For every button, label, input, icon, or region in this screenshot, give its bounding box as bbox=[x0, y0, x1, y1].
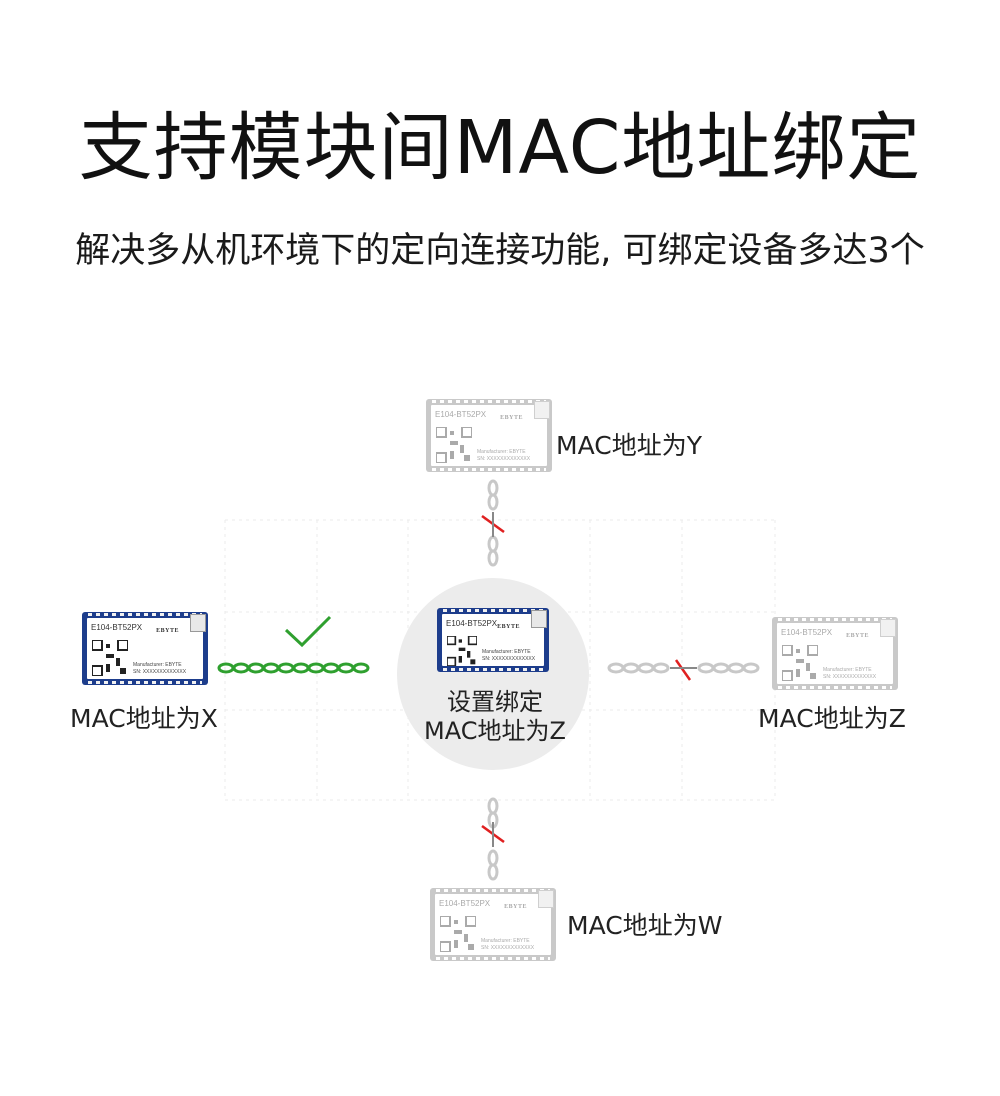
brand-logo: EBYTE bbox=[156, 628, 179, 634]
module-top: E104-BT52PX EBYTE Manufacturer: EBYTE SN… bbox=[426, 399, 552, 472]
module-shield: E104-BT52PX EBYTE Manufacturer: EBYTE SN… bbox=[431, 405, 547, 466]
qr-code-icon bbox=[436, 427, 472, 463]
chain-top bbox=[487, 479, 499, 567]
module-serial: SN: XXXXXXXXXXXXX bbox=[133, 669, 187, 675]
page-subtitle: 解决多从机环境下的定向连接功能, 可绑定设备多达3个 bbox=[75, 231, 925, 271]
module-part-number: E104-BT52PX bbox=[446, 619, 498, 628]
blocked-mark-top bbox=[481, 512, 505, 537]
antenna-icon bbox=[538, 890, 554, 908]
blocked-mark-bottom bbox=[481, 822, 505, 847]
chain-left bbox=[217, 662, 370, 674]
module-part-number: E104-BT52PX bbox=[439, 899, 491, 908]
brand-logo: EBYTE bbox=[497, 624, 520, 630]
label-left: MAC地址为X bbox=[70, 704, 218, 733]
module-serial: SN: XXXXXXXXXXXXX bbox=[482, 656, 536, 662]
blocked-mark-right bbox=[670, 659, 697, 681]
antenna-icon bbox=[534, 401, 550, 419]
module-manufacturer: Manufacturer: EBYTE bbox=[481, 938, 530, 944]
label-top: MAC地址为Y bbox=[556, 431, 702, 460]
module-shield: E104-BT52PX EBYTE Manufacturer: EBYTE SN… bbox=[87, 618, 203, 679]
module-manufacturer: Manufacturer: EBYTE bbox=[482, 649, 531, 655]
module-shield: E104-BT52PX EBYTE Manufacturer: EBYTE SN… bbox=[777, 623, 893, 684]
module-bottom: E104-BT52PX EBYTE Manufacturer: EBYTE SN… bbox=[430, 888, 556, 961]
center-caption: 设置绑定 MAC地址为Z bbox=[400, 688, 590, 746]
brand-logo: EBYTE bbox=[504, 904, 527, 910]
check-icon bbox=[284, 615, 332, 648]
label-bottom: MAC地址为W bbox=[567, 911, 723, 940]
module-left: E104-BT52PX EBYTE Manufacturer: EBYTE SN… bbox=[82, 612, 208, 685]
page-title: 支持模块间MAC地址绑定 bbox=[78, 105, 922, 191]
module-part-number: E104-BT52PX bbox=[91, 623, 143, 632]
module-center: E104-BT52PX EBYTE Manufacturer: EBYTE SN… bbox=[437, 608, 549, 672]
module-shield: E104-BT52PX EBYTE Manufacturer: EBYTE SN… bbox=[435, 894, 551, 955]
qr-code-icon bbox=[440, 916, 476, 952]
qr-code-icon bbox=[92, 640, 128, 676]
center-caption-line1: 设置绑定 bbox=[447, 688, 543, 716]
brand-logo: EBYTE bbox=[500, 415, 523, 421]
module-right: E104-BT52PX EBYTE Manufacturer: EBYTE SN… bbox=[772, 617, 898, 690]
module-serial: SN: XXXXXXXXXXXXX bbox=[823, 674, 877, 680]
brand-logo: EBYTE bbox=[846, 633, 869, 639]
qr-code-icon bbox=[782, 645, 818, 681]
antenna-icon bbox=[880, 619, 896, 637]
module-part-number: E104-BT52PX bbox=[781, 628, 833, 637]
module-shield: E104-BT52PX EBYTE Manufacturer: EBYTE SN… bbox=[442, 614, 544, 666]
module-serial: SN: XXXXXXXXXXXXX bbox=[477, 456, 531, 462]
label-right: MAC地址为Z bbox=[758, 704, 906, 733]
module-manufacturer: Manufacturer: EBYTE bbox=[477, 449, 526, 455]
center-caption-line2: MAC地址为Z bbox=[424, 717, 566, 745]
antenna-icon bbox=[190, 614, 206, 632]
module-part-number: E104-BT52PX bbox=[435, 410, 487, 419]
chain-right bbox=[607, 662, 760, 674]
antenna-icon bbox=[531, 610, 547, 628]
module-serial: SN: XXXXXXXXXXXXX bbox=[481, 945, 535, 951]
module-manufacturer: Manufacturer: EBYTE bbox=[823, 667, 872, 673]
module-manufacturer: Manufacturer: EBYTE bbox=[133, 662, 182, 668]
qr-code-icon bbox=[447, 636, 477, 666]
